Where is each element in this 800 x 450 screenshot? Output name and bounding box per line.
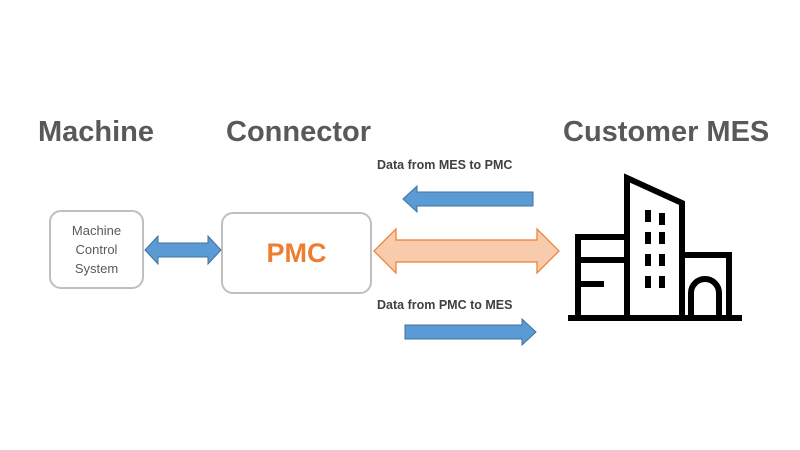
- customer-mes-heading: Customer MES: [563, 116, 770, 148]
- pmc-to-mes-arrow: [404, 317, 537, 347]
- mcs-line-2: Control: [75, 242, 118, 257]
- pmc-box: PMC: [221, 212, 372, 294]
- pmc-to-mes-label: Data from PMC to MES: [377, 298, 513, 312]
- machine-control-system-label: Machine Control System: [72, 221, 121, 278]
- mcs-line-1: Machine: [71, 223, 122, 238]
- building-icon: [568, 173, 742, 321]
- mcs-line-3: System: [74, 261, 119, 276]
- machine-control-system-box: Machine Control System: [49, 210, 144, 289]
- mcs-pmc-double-arrow: [144, 234, 222, 266]
- pmc-label: PMC: [266, 237, 327, 268]
- mes-to-pmc-label: Data from MES to PMC: [377, 158, 513, 172]
- pmc-mes-double-arrow: [373, 227, 560, 275]
- machine-heading: Machine: [38, 116, 155, 148]
- mes-to-pmc-arrow: [402, 184, 534, 214]
- connector-heading: Connector: [226, 116, 371, 148]
